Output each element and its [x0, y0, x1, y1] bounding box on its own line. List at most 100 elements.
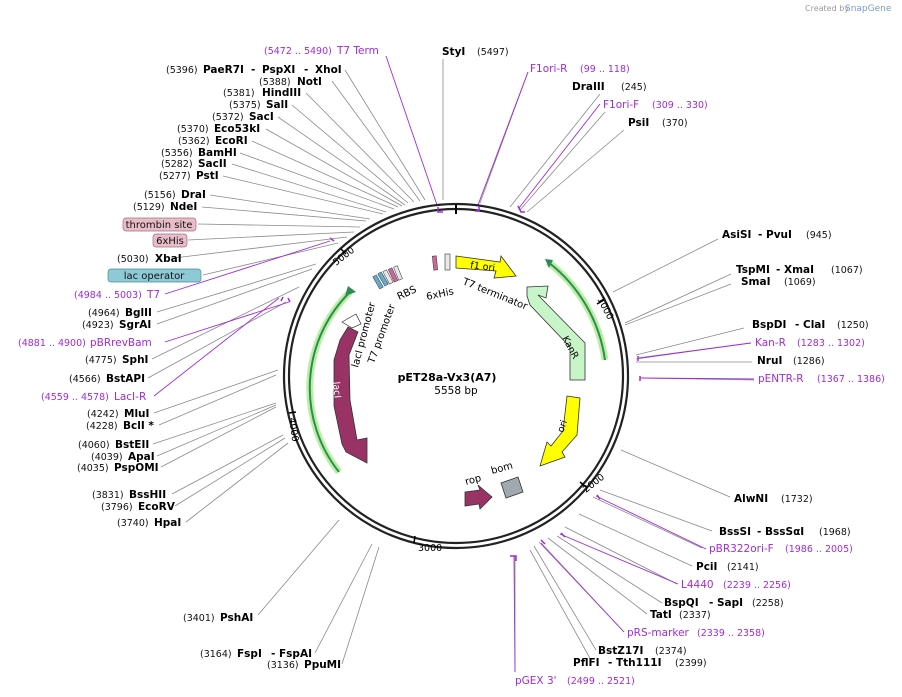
- site-enzyme[interactable]: DraIII: [572, 81, 605, 93]
- site-pos: (5129): [133, 202, 165, 213]
- site-enzyme[interactable]: BglII: [125, 307, 152, 319]
- feature-tag-thrombin-site[interactable]: thrombin site: [122, 217, 197, 232]
- site-enzyme[interactable]: TspMI: [736, 264, 770, 276]
- site-enzyme[interactable]: NdeI: [170, 201, 197, 213]
- site-pos: (5282): [161, 159, 193, 170]
- primer-name[interactable]: F1ori-F: [603, 99, 639, 111]
- site-enzyme[interactable]: BstAPI: [106, 373, 145, 385]
- site-pos: (2141): [727, 562, 759, 573]
- site-enzyme[interactable]: SgrAI: [119, 319, 151, 331]
- site-enzyme[interactable]: MluI: [124, 408, 149, 420]
- site-enzyme[interactable]: PspXI: [262, 64, 295, 76]
- primer-name[interactable]: pBRrevBam: [90, 337, 152, 349]
- primer-name[interactable]: LacI-R: [114, 391, 146, 403]
- feature-tag-lac-operator[interactable]: lac operator: [107, 268, 202, 283]
- site-enzyme[interactable]: BssHII: [129, 489, 166, 501]
- primer-name[interactable]: F1ori-R: [530, 63, 567, 75]
- t7-terminator-label: T7 terminator: [460, 276, 530, 313]
- site-enzyme[interactable]: PvuI: [766, 229, 792, 241]
- site-enzyme[interactable]: ApaI: [128, 451, 155, 463]
- site-pos: (5381): [223, 88, 255, 99]
- site-enzyme[interactable]: TatI: [650, 609, 672, 621]
- site-enzyme[interactable]: AlwNI: [734, 493, 768, 505]
- site-enzyme[interactable]: PsiI: [628, 117, 649, 129]
- site-enzyme[interactable]: PshAI: [220, 612, 253, 624]
- site-enzyme[interactable]: BssSI: [719, 526, 751, 538]
- site-enzyme[interactable]: SacI: [249, 111, 274, 123]
- feature-tag-box: [152, 233, 188, 248]
- primer-range: (4881 .. 4900): [18, 338, 86, 349]
- svg-text:-: -: [271, 648, 275, 660]
- feature-tag-label: lac operator: [124, 271, 185, 282]
- site-enzyme[interactable]: BstEII: [115, 439, 149, 451]
- site-enzyme[interactable]: Tth111I: [616, 657, 661, 669]
- site-pos: (1069): [784, 277, 816, 288]
- site-enzyme[interactable]: AsiSI: [722, 229, 751, 241]
- primer-name[interactable]: L4440: [681, 579, 714, 591]
- primer-name[interactable]: pENTR-R: [758, 373, 804, 385]
- f1-ori-label: f1 ori: [470, 260, 496, 274]
- primer-marks: [280, 205, 641, 561]
- credit-prefix: Created by: [805, 4, 849, 13]
- site-enzyme[interactable]: StyI: [442, 46, 465, 58]
- site-enzyme[interactable]: XmaI: [784, 264, 814, 276]
- ori-arrow: ori: [539, 395, 581, 467]
- site-pos: (3164): [200, 649, 232, 660]
- site-enzyme[interactable]: BamHI: [198, 147, 237, 159]
- site-enzyme[interactable]: SacII: [198, 158, 227, 170]
- site-enzyme[interactable]: PciI: [696, 561, 717, 573]
- site-enzyme[interactable]: BclI *: [123, 420, 154, 432]
- primer-range: (1986 .. 2005): [785, 544, 853, 555]
- site-enzyme[interactable]: SmaI: [741, 276, 771, 288]
- site-enzyme[interactable]: BstZ17I: [598, 645, 643, 657]
- site-pos: (370): [662, 118, 688, 129]
- rop-label: rop: [464, 473, 483, 488]
- site-enzyme[interactable]: XbaI: [155, 253, 182, 265]
- site-enzyme[interactable]: DraI: [181, 189, 206, 201]
- site-enzyme[interactable]: HindIII: [262, 87, 301, 99]
- site-pos: (4566): [69, 374, 101, 385]
- site-enzyme[interactable]: EcoRV: [138, 501, 176, 513]
- site-enzyme[interactable]: ClaI: [803, 319, 825, 331]
- site-pos: (4242): [87, 409, 119, 420]
- feature-tag-label: 6xHis: [156, 236, 184, 247]
- bom-box: [500, 476, 524, 499]
- site-enzyme[interactable]: PstI: [196, 170, 219, 182]
- primer-name[interactable]: T7 Term: [336, 45, 379, 57]
- site-enzyme[interactable]: BssSαI: [765, 526, 804, 538]
- site-pos: (3136): [267, 660, 299, 671]
- site-enzyme[interactable]: Eco53kI: [214, 123, 260, 135]
- small-features: [341, 253, 451, 329]
- site-enzyme[interactable]: PflFI: [573, 657, 600, 669]
- site-enzyme[interactable]: SapI: [717, 597, 743, 609]
- primer-name[interactable]: pBR322ori-F: [709, 543, 774, 555]
- primer-name[interactable]: pRS-marker: [627, 627, 690, 639]
- site-pos: (5375): [229, 100, 261, 111]
- site-enzyme[interactable]: FspI: [237, 648, 262, 660]
- laci-arrow: lacI: [330, 326, 368, 464]
- site-enzyme[interactable]: NruI: [757, 355, 782, 367]
- svg-text:-: -: [709, 597, 713, 609]
- site-pos: (5277): [159, 171, 191, 182]
- site-enzyme[interactable]: BspQI: [664, 597, 699, 609]
- site-enzyme[interactable]: SphI: [122, 354, 148, 366]
- site-enzyme[interactable]: PaeR7I: [203, 64, 244, 76]
- site-enzyme[interactable]: FspAI: [279, 648, 312, 660]
- primer-name[interactable]: Kan-R: [755, 337, 786, 349]
- primer-range: (99 .. 118): [580, 64, 630, 75]
- site-pos: (945): [806, 230, 832, 241]
- site-enzyme[interactable]: XhoI: [315, 64, 342, 76]
- tick-label-1000: 1000: [594, 295, 615, 322]
- site-enzyme[interactable]: NotI: [297, 76, 322, 88]
- site-enzyme[interactable]: EcoRI: [215, 135, 248, 147]
- feature-tag-6xhis[interactable]: 6xHis: [152, 233, 188, 248]
- site-enzyme[interactable]: PspOMI: [114, 462, 159, 474]
- site-enzyme[interactable]: BspDI: [752, 319, 786, 331]
- primer-name[interactable]: T7: [146, 289, 160, 301]
- site-enzyme[interactable]: PpuMI: [304, 659, 341, 671]
- site-enzyme[interactable]: HpaI: [154, 517, 181, 529]
- site-pos: (5370): [177, 124, 209, 135]
- primer-name[interactable]: pGEX 3': [515, 675, 557, 687]
- feature-lacI-promoter-arc: [306, 286, 356, 475]
- site-enzyme[interactable]: SalI: [266, 99, 288, 111]
